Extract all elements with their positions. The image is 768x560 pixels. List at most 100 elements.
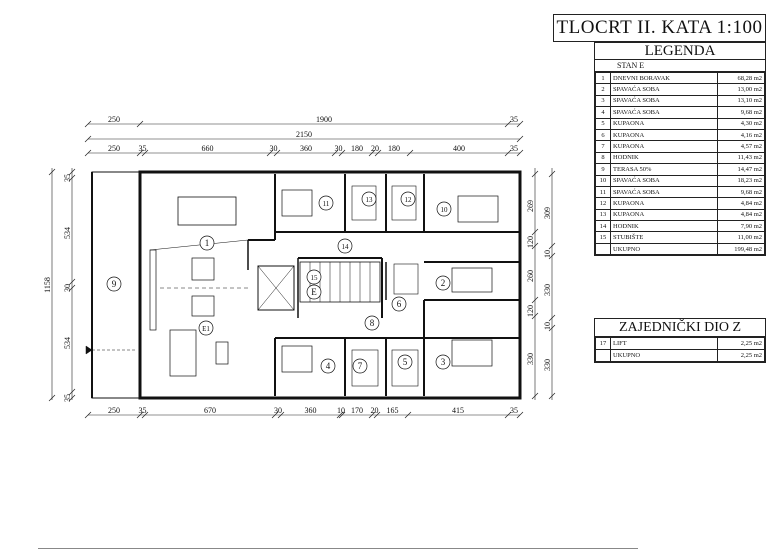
dimension-label: 10	[543, 250, 552, 258]
dimension-tick	[373, 411, 381, 419]
dimension-tick	[68, 168, 76, 176]
legend-area: 14,47 m2	[717, 163, 765, 176]
dimension-tick	[68, 388, 76, 396]
legend-name: HODNIK	[610, 151, 718, 165]
dimension-label: 170	[351, 406, 363, 415]
dimension-label: 2150	[296, 130, 312, 139]
dimension-label: 120	[526, 305, 535, 317]
dimension-tick	[548, 392, 556, 400]
drawing-title: TLOCRT II. KATA 1:100	[553, 14, 766, 42]
legend-no: 2	[595, 83, 611, 96]
dimension-label: 250	[108, 115, 120, 124]
room-number: 13	[366, 196, 374, 204]
dimension-tick	[271, 411, 279, 419]
legend-name: UKUPNO	[610, 242, 718, 256]
dimension-tick	[548, 314, 556, 322]
dimension-label: 30	[270, 144, 278, 153]
room-marker: E1	[198, 320, 214, 336]
dimension-tick	[338, 149, 346, 157]
legend-no	[595, 242, 611, 256]
legend-area: 9,68 m2	[717, 185, 765, 199]
dimension-tick	[266, 149, 274, 157]
legend-no: 12	[595, 197, 611, 210]
dimension-label: 330	[526, 353, 535, 365]
room-number: 3	[441, 357, 446, 367]
dimension-label: 330	[543, 284, 552, 296]
dimension-tick	[531, 312, 539, 320]
legend-name: KUPAONA	[610, 197, 718, 210]
dimension-tick	[48, 394, 56, 402]
room-circle	[306, 284, 322, 300]
legend-name: HODNIK	[610, 220, 718, 233]
dimension-label: 35	[63, 174, 72, 182]
dimension-label: 35	[139, 406, 147, 415]
legend-no: 8	[595, 151, 611, 165]
legend-area: 13,10 m2	[717, 94, 765, 108]
dimension-label: 35	[510, 144, 518, 153]
room-number: 7	[358, 361, 363, 371]
dimension-label: 20	[371, 406, 379, 415]
dimension-tick	[68, 394, 76, 402]
room-marker: 7	[352, 358, 368, 374]
legend-subheading: STAN E	[595, 60, 765, 72]
dimension-label: 269	[526, 200, 535, 212]
legend-name: STUBIŠTE	[610, 231, 718, 244]
room-circle	[198, 320, 214, 336]
room-marker: 8	[364, 315, 380, 331]
dimension-label: 250	[108, 144, 120, 153]
legend-area: 4,30 m2	[717, 117, 765, 130]
dimension-tick	[141, 411, 149, 419]
dimension-tick	[516, 411, 524, 419]
dimension-label: 660	[202, 144, 214, 153]
room-circle	[318, 195, 334, 211]
dimension-tick	[548, 252, 556, 260]
legend-no: 9	[595, 163, 611, 176]
room-circle	[320, 358, 336, 374]
legend-no: 15	[595, 231, 611, 244]
legend-name: KUPAONA	[610, 117, 718, 130]
dimension-tick	[504, 149, 512, 157]
dimension-tick	[84, 120, 92, 128]
legend-heading: LEGENDA	[595, 43, 765, 60]
legend-area: 7,90 m2	[717, 220, 765, 233]
room-marker: 11	[318, 195, 334, 211]
dimension-tick	[516, 135, 524, 143]
dimension-tick	[548, 170, 556, 178]
room-circle	[352, 358, 368, 374]
legend-area: 199,48 m2	[717, 242, 765, 256]
dimension-tick	[136, 149, 144, 157]
room-marker: 13	[361, 191, 377, 207]
legend-no: 3	[595, 94, 611, 108]
room-marker: 5	[397, 354, 413, 370]
common-name: LIFT	[610, 337, 718, 350]
dimension-tick	[84, 149, 92, 157]
room-marker: 2	[435, 275, 451, 291]
room-number: 10	[441, 206, 449, 214]
dimension-tick	[331, 149, 339, 157]
room-number: 1	[205, 238, 210, 248]
room-circle	[306, 269, 322, 285]
room-number: 9	[112, 279, 117, 289]
room-marker: 12	[400, 191, 416, 207]
legend-no: 6	[595, 128, 611, 142]
dimension-label: 250	[108, 406, 120, 415]
dimension-label: 10	[543, 322, 552, 330]
dimension-tick	[338, 411, 346, 419]
room-marker: E	[306, 284, 322, 300]
room-number: 11	[323, 200, 330, 208]
legend-name: SPAVAĆA SOBA	[610, 83, 718, 96]
legend-no: 14	[595, 220, 611, 233]
legend-area: 4,57 m2	[717, 140, 765, 153]
dimension-tick	[531, 296, 539, 304]
